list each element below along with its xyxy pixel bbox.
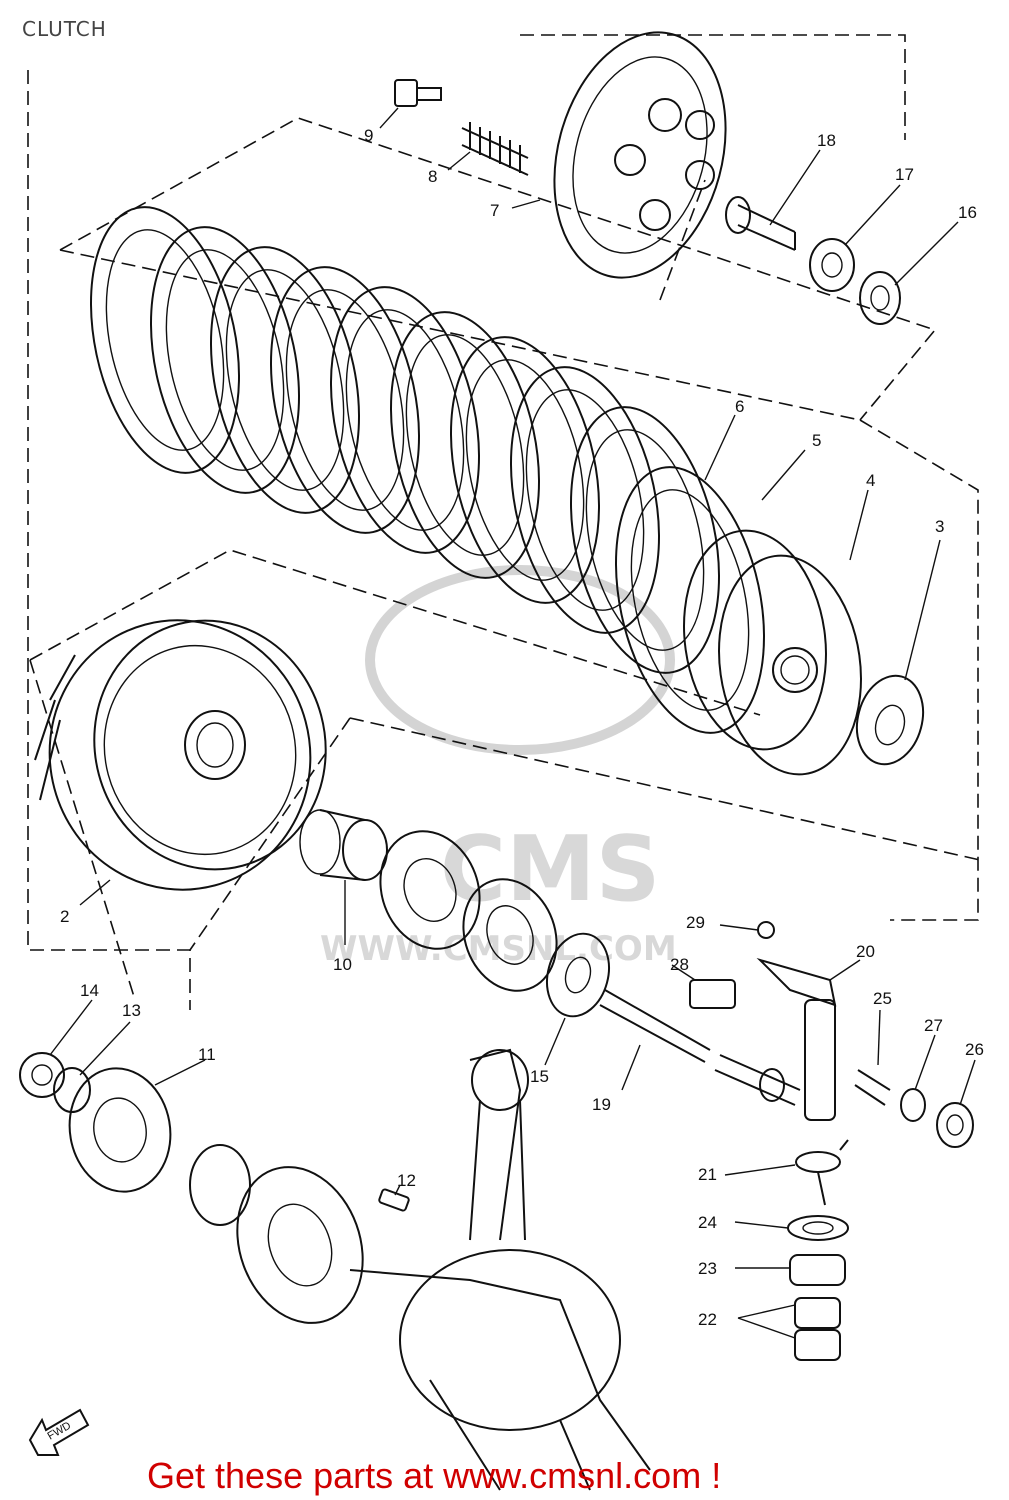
part-label-10: 10 [333, 955, 352, 974]
promo-link[interactable]: Get these parts at www.cmsnl.com ! [147, 1455, 721, 1496]
part-label-13: 13 [122, 1001, 141, 1020]
clutch-spring [461, 122, 529, 176]
part-label-25: 25 [873, 989, 892, 1008]
part-label-24: 24 [698, 1213, 717, 1232]
part-label-3: 3 [935, 517, 944, 536]
part-label-12: 12 [397, 1171, 416, 1190]
forward-arrow-icon: FWD [28, 1408, 90, 1456]
part-label-5: 5 [812, 431, 821, 450]
part-label-26: 26 [965, 1040, 984, 1059]
part-label-14: 14 [80, 981, 99, 1000]
part-label-27: 27 [924, 1016, 943, 1035]
clutch-boss [683, 529, 862, 776]
part-label-23: 23 [698, 1259, 717, 1278]
part-label-17: 17 [895, 165, 914, 184]
part-label-8: 8 [428, 167, 437, 186]
part-label-9: 9 [364, 126, 373, 145]
clutch-plate-stack [89, 206, 766, 734]
push-lever-assembly [599, 921, 974, 1148]
pressure-plate [553, 31, 727, 279]
watermark: CMS WWW.CMSNL.COM [320, 565, 677, 969]
leader-lines [49, 107, 976, 1339]
lock-washer [859, 271, 901, 325]
part-label-15: 15 [530, 1067, 549, 1086]
crankshaft [236, 1048, 651, 1491]
part-label-21: 21 [698, 1165, 717, 1184]
diagram-title: CLUTCH [22, 17, 107, 41]
part-label-6: 6 [735, 397, 744, 416]
thrust-washer [855, 674, 925, 766]
part-label-4: 4 [866, 471, 875, 490]
part-label-18: 18 [817, 131, 836, 150]
clutch-bolt [394, 79, 442, 107]
forward-label: FWD [46, 1420, 74, 1443]
part-label-29: 29 [686, 913, 705, 932]
lock-nut [809, 238, 855, 292]
group-outlines [27, 34, 981, 1010]
part-label-2: 2 [60, 907, 69, 926]
part-label-20: 20 [856, 942, 875, 961]
part-label-11: 11 [198, 1045, 216, 1064]
clutch-housing [34, 619, 327, 891]
part-label-28: 28 [670, 955, 689, 974]
part-label-7: 7 [490, 201, 499, 220]
spacer-sleeve [299, 809, 388, 881]
watermark-logo-text: CMS [440, 817, 660, 922]
part-label-22: 22 [698, 1310, 717, 1329]
part-labels: 2 3 4 5 6 7 8 9 10 11 12 13 14 15 16 17 … [60, 126, 984, 1329]
part-label-16: 16 [958, 203, 977, 222]
lever-shaft-parts [787, 1139, 849, 1361]
primary-drive-gears [379, 830, 558, 992]
shim-washer [546, 932, 610, 1018]
part-label-19: 19 [592, 1095, 611, 1114]
push-rod [725, 196, 796, 251]
crank-drive-parts [19, 1052, 410, 1226]
watermark-url-text: WWW.CMSNL.COM [320, 929, 677, 969]
